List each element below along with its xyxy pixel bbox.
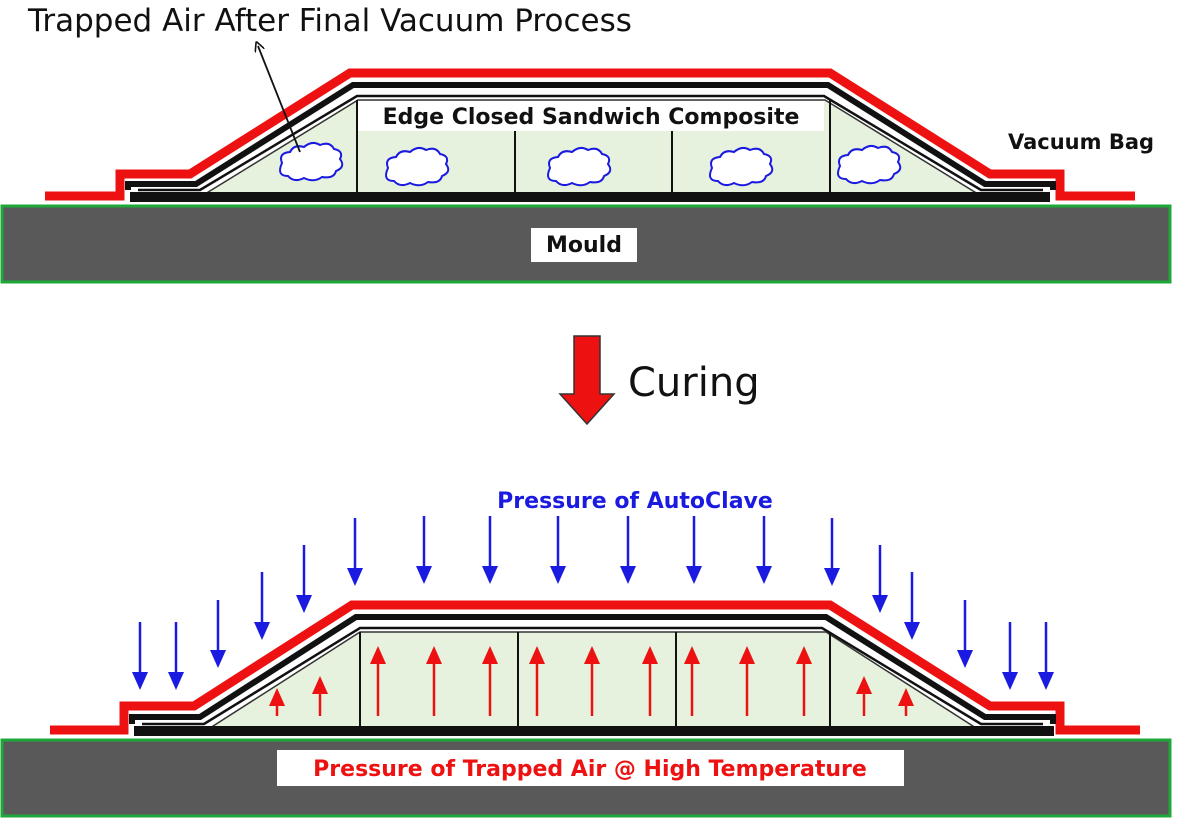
bleeder-layer: [125, 82, 1056, 190]
autoclave-arrow: [254, 572, 270, 640]
autoclave-arrow: [1002, 622, 1018, 690]
composite-label: Edge Closed Sandwich Composite: [383, 105, 800, 130]
bleeder-layer: [129, 614, 1056, 724]
trapped-air-arrow: [482, 646, 498, 716]
autoclave-arrow: [296, 545, 312, 613]
autoclave-arrow: [872, 545, 888, 613]
autoclave-arrow: [347, 518, 363, 586]
trapped-air-pressure-label: Pressure of Trapped Air @ High Temperatu…: [313, 757, 867, 782]
diagram-title: Trapped Air After Final Vacuum Process: [27, 3, 632, 39]
trapped-air-arrow: [370, 646, 386, 716]
trapped-air-arrow: [584, 646, 600, 716]
air-bubble: [837, 144, 902, 185]
autoclave-arrow: [620, 516, 636, 584]
trapped-air-arrow: [426, 646, 442, 716]
autoclave-pressure-label: Pressure of AutoClave: [497, 489, 773, 514]
autoclave-arrows: [132, 516, 1054, 690]
trapped-air-arrow: [739, 646, 755, 716]
air-bubble: [279, 141, 344, 182]
autoclave-arrow: [132, 622, 148, 690]
trapped-air-arrows: [269, 646, 914, 716]
autoclave-arrow: [957, 600, 973, 668]
mould-label: Mould: [546, 233, 622, 258]
trapped-air-arrow: [312, 676, 328, 716]
trapped-air-arrow: [529, 646, 545, 716]
air-bubble: [709, 146, 774, 187]
air-bubble: [385, 146, 450, 187]
curing-transition: Curing: [558, 335, 760, 426]
autoclave-arrow: [482, 516, 498, 584]
pointer-arrow: [258, 46, 301, 153]
trapped-air-arrow: [856, 676, 872, 716]
autoclave-arrow: [168, 622, 184, 690]
vacuum-bag: [45, 68, 1135, 201]
autoclave-arrow: [550, 516, 566, 584]
curing-label: Curing: [628, 360, 760, 406]
vacuum-bag-label: Vacuum Bag: [1008, 130, 1154, 154]
autoclave-arrow: [904, 572, 920, 640]
trapped-air-arrow: [642, 646, 658, 716]
top-panel: Edge Closed Sandwich Composite Trapped A…: [0, 3, 1172, 284]
autoclave-arrow: [824, 518, 840, 586]
air-bubbles: [279, 141, 902, 187]
autoclave-arrow: [210, 600, 226, 668]
vacuum-bag: [50, 600, 1140, 735]
trapped-air-arrow: [684, 646, 700, 716]
trapped-air-arrow: [269, 688, 285, 716]
trapped-air-arrow: [898, 688, 914, 716]
bottom-panel: Pressure of AutoClave Pressure of Trappe…: [0, 489, 1172, 818]
trapped-air-arrow: [796, 646, 812, 716]
autoclave-arrow: [416, 516, 432, 584]
autoclave-arrow: [756, 516, 772, 584]
air-bubble: [547, 146, 612, 187]
autoclave-arrow: [686, 516, 702, 584]
autoclave-arrow: [1038, 622, 1054, 690]
curing-arrow: [558, 335, 616, 426]
